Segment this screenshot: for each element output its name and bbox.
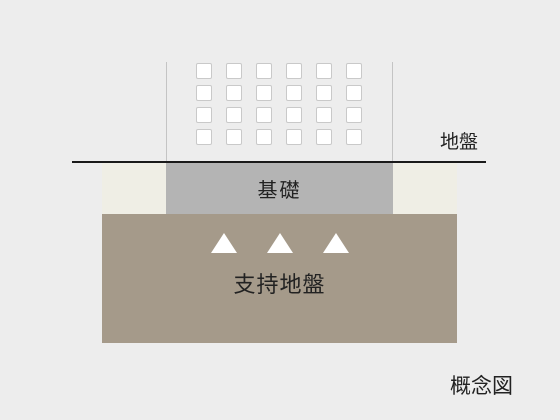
building-window [346, 85, 362, 101]
foundation-label: 基礎 [257, 178, 302, 202]
building-window [316, 63, 332, 79]
building-window [196, 107, 212, 123]
building-window [286, 107, 302, 123]
building-window [286, 63, 302, 79]
support-triangle-icon [322, 233, 349, 253]
building-window [226, 129, 242, 145]
building-window [256, 129, 272, 145]
building-window [256, 107, 272, 123]
support-triangle-icon [210, 233, 237, 253]
building-window [226, 107, 242, 123]
building-window [196, 85, 212, 101]
diagram-caption: 概念図 [450, 374, 513, 398]
building-window [256, 63, 272, 79]
building [166, 62, 393, 162]
bearing-stratum: 支持地盤 [102, 214, 457, 343]
ground-label: 地盤 [440, 131, 479, 153]
bearing-stratum-label: 支持地盤 [233, 273, 326, 298]
backfill-right [393, 163, 457, 214]
backfill-left [102, 163, 166, 214]
building-window [316, 85, 332, 101]
ground-line [72, 161, 486, 163]
building-window [226, 85, 242, 101]
building-window [316, 129, 332, 145]
building-window [346, 63, 362, 79]
building-window [346, 129, 362, 145]
foundation: 基礎 [166, 163, 393, 214]
building-window [346, 107, 362, 123]
building-window [316, 107, 332, 123]
building-window [256, 85, 272, 101]
building-window [196, 129, 212, 145]
support-triangle-icon [266, 233, 293, 253]
building-window [196, 63, 212, 79]
building-windows [196, 63, 362, 145]
building-window [286, 129, 302, 145]
building-window [286, 85, 302, 101]
building-window [226, 63, 242, 79]
